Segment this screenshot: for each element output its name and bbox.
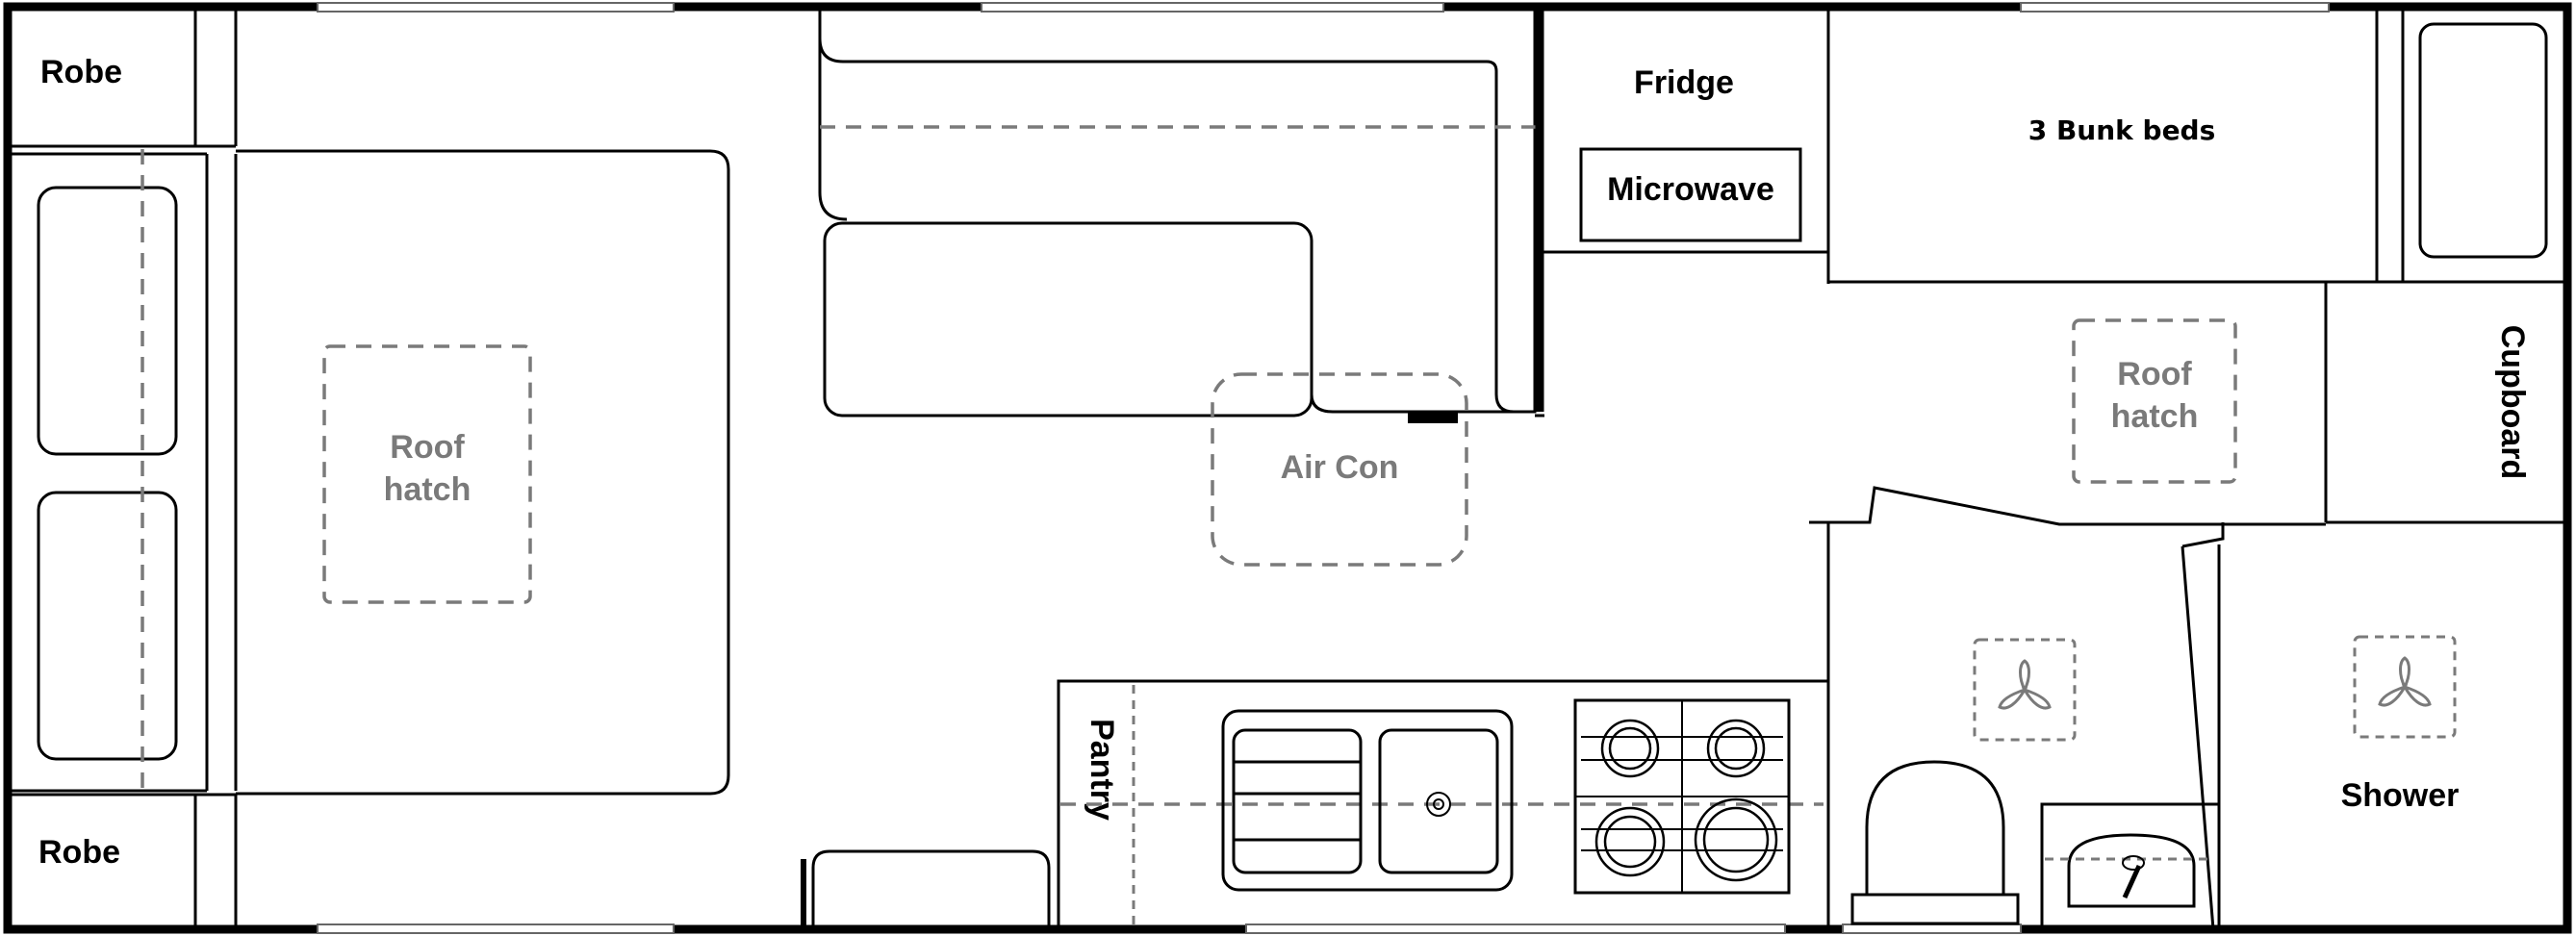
roof-hatch-bunk-label: hatch (2111, 398, 2199, 435)
burner (1594, 806, 1666, 877)
burner (1706, 719, 1766, 778)
door-step (1408, 412, 1458, 423)
dinette-seat-back (818, 7, 848, 221)
robe-bottom-label: Robe (38, 834, 120, 871)
bed (236, 149, 730, 796)
fridge-label: Fridge (1634, 64, 1734, 101)
kitchen: Pantry (1057, 679, 1828, 929)
bunk-area: 3 Bunk beds Roof hatch Cupboard (1828, 7, 2567, 524)
exhaust-fan-toilet (1973, 638, 2077, 742)
entry-step (811, 849, 1051, 929)
bunk-beds-label: 3 Bunk beds (2028, 114, 2216, 146)
robe-top-label: Robe (40, 54, 122, 90)
sink-bowl (1378, 728, 1499, 874)
roof-hatch-bed-label: Roof (390, 429, 465, 466)
window-top-middle (981, 2, 1444, 13)
dinette: Air Con (818, 7, 1544, 567)
dinette-seat-corner (818, 7, 1537, 414)
fan-icon (2378, 656, 2432, 707)
cupboard-label: Cupboard (2494, 325, 2531, 480)
fan-icon (1998, 659, 2052, 710)
window-top-left (317, 2, 675, 13)
burner (1694, 797, 1778, 882)
bathroom: Shower (1809, 486, 2460, 930)
drainer (1232, 728, 1363, 874)
dinette-table (823, 221, 1314, 417)
bunk-cushion (2418, 22, 2548, 259)
exhaust-fan-shower (2353, 635, 2457, 739)
basin (2067, 833, 2196, 908)
toilet (1865, 760, 2005, 895)
fridge-area: Fridge Microwave (1540, 7, 1830, 284)
sink (1221, 709, 1514, 892)
roof-hatch-bed (322, 344, 532, 604)
microwave-label: Microwave (1607, 171, 1774, 208)
window-bottom-left (317, 923, 675, 934)
window-top-right (2020, 2, 2330, 13)
air-con (1211, 372, 1468, 567)
vanity (2040, 802, 2219, 929)
bedroom: Roof hatch Robe Robe (8, 7, 730, 929)
bedside-cushion-top (37, 186, 178, 456)
air-con-label: Air Con (1281, 449, 1399, 486)
window-bottom-middle (1245, 923, 1786, 934)
roof-hatch-bunk (2072, 318, 2237, 484)
toilet-cistern (1850, 893, 2020, 925)
microwave (1579, 147, 1802, 242)
roof-hatch-bed-label: hatch (384, 471, 472, 508)
window-bottom-right (1842, 923, 2022, 934)
shower-label: Shower (2341, 777, 2460, 814)
bedside-cushion-bottom (37, 491, 178, 761)
burner (1600, 719, 1660, 778)
roof-hatch-bunk-label: Roof (2117, 356, 2192, 392)
